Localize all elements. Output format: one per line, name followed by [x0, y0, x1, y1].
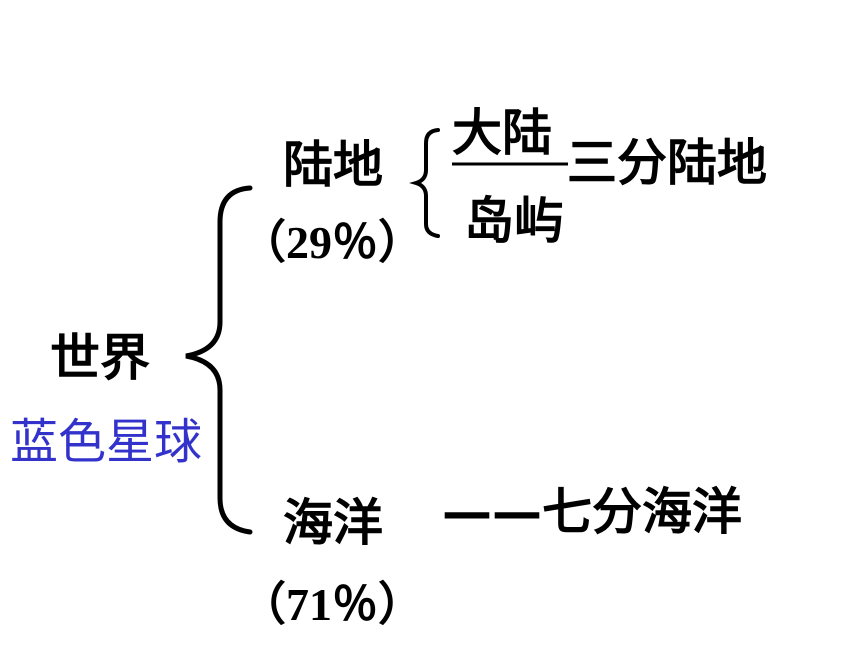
continent-label: 大陆: [452, 104, 552, 162]
land-brace: [409, 128, 440, 238]
land-label: 陆地: [283, 136, 383, 194]
root-label: 世界: [50, 329, 150, 387]
ocean-label: 海洋: [283, 494, 383, 552]
ocean-percent: （71％）: [240, 579, 424, 630]
ocean-note: ——七分海洋: [442, 483, 742, 541]
main-brace: [185, 185, 253, 535]
island-label: 岛屿: [464, 192, 564, 250]
land-percent: （29％）: [240, 217, 424, 268]
land-note: 三分陆地: [567, 134, 767, 192]
root-sublabel: 蓝色星球: [10, 414, 203, 470]
